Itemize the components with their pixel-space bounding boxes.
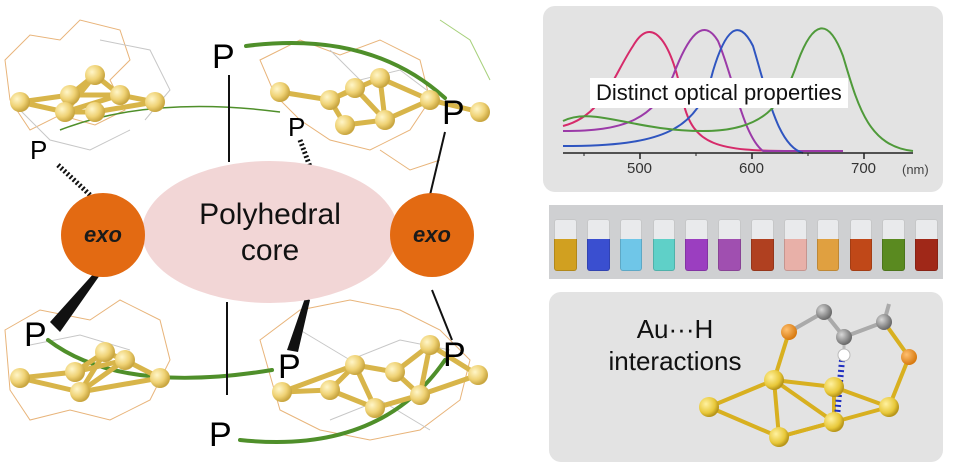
vial (554, 219, 577, 271)
spectrum-axis-ticks (639, 153, 865, 159)
gold-cluster-bottom-left (19, 349, 162, 395)
vial (915, 219, 938, 271)
cluster-diagram (4, 19, 491, 445)
absorption-spectra (562, 27, 914, 159)
phosphorus-label: P (278, 348, 301, 386)
spectrum-curve-green (562, 27, 914, 152)
core-label-line2: core (240, 234, 300, 267)
vial (816, 219, 840, 271)
gold-atoms-top-right (270, 68, 490, 135)
wedge-bond-bottom (287, 298, 310, 352)
vial (849, 219, 873, 271)
phosphorus-label: P (212, 38, 235, 76)
vial (882, 219, 906, 271)
spectrum-minor-ticks (583, 153, 809, 156)
auh-label-line2: interactions (608, 346, 742, 376)
vial (619, 219, 643, 271)
vial (751, 219, 774, 271)
auh-label: Au···H interactions (575, 313, 775, 377)
spectrum-tick: 500 (627, 160, 653, 177)
auh-label-line1: Au···H (636, 314, 714, 344)
polyhedral-core (142, 161, 398, 303)
phosphorus-label: P (443, 336, 466, 374)
phosphorus-label: P (24, 316, 47, 354)
gold-atoms-top-left (10, 65, 165, 122)
ligand-arcs (46, 40, 447, 445)
gold-atoms-bottom-left (10, 342, 170, 402)
exo-atom-left (61, 193, 145, 277)
spectrum-tick: 600 (739, 160, 765, 177)
phosphorus-label: P (442, 94, 465, 132)
wedge-bond-left (50, 272, 100, 332)
phosphorus-label: P (288, 112, 306, 142)
core-label: Polyhedral core (150, 197, 390, 269)
phosphorus-label: P (209, 416, 232, 454)
exo-label-left: exo (84, 222, 122, 247)
spectrum-curve-purple (562, 28, 843, 152)
spectrum-curve-blue (562, 29, 804, 154)
spectrum-title: Distinct optical properties (590, 78, 848, 108)
vial (718, 219, 741, 271)
hashed-bonds (56, 139, 315, 197)
auh-structure (699, 303, 917, 447)
vial (586, 219, 610, 271)
vial (685, 219, 709, 271)
spectrum-tick: 700 (851, 160, 877, 177)
gold-atoms-bottom-right (272, 335, 488, 418)
core-label-line1: Polyhedral (199, 198, 341, 231)
p-bonds (226, 75, 453, 395)
exo-label-right: exo (413, 222, 451, 247)
spectrum-unit: (nm) (902, 162, 929, 177)
phosphorus-label: P (30, 135, 48, 165)
vial (652, 219, 676, 271)
vials-photo (549, 205, 943, 279)
exo-atom-right (390, 193, 474, 277)
vial (783, 219, 807, 271)
